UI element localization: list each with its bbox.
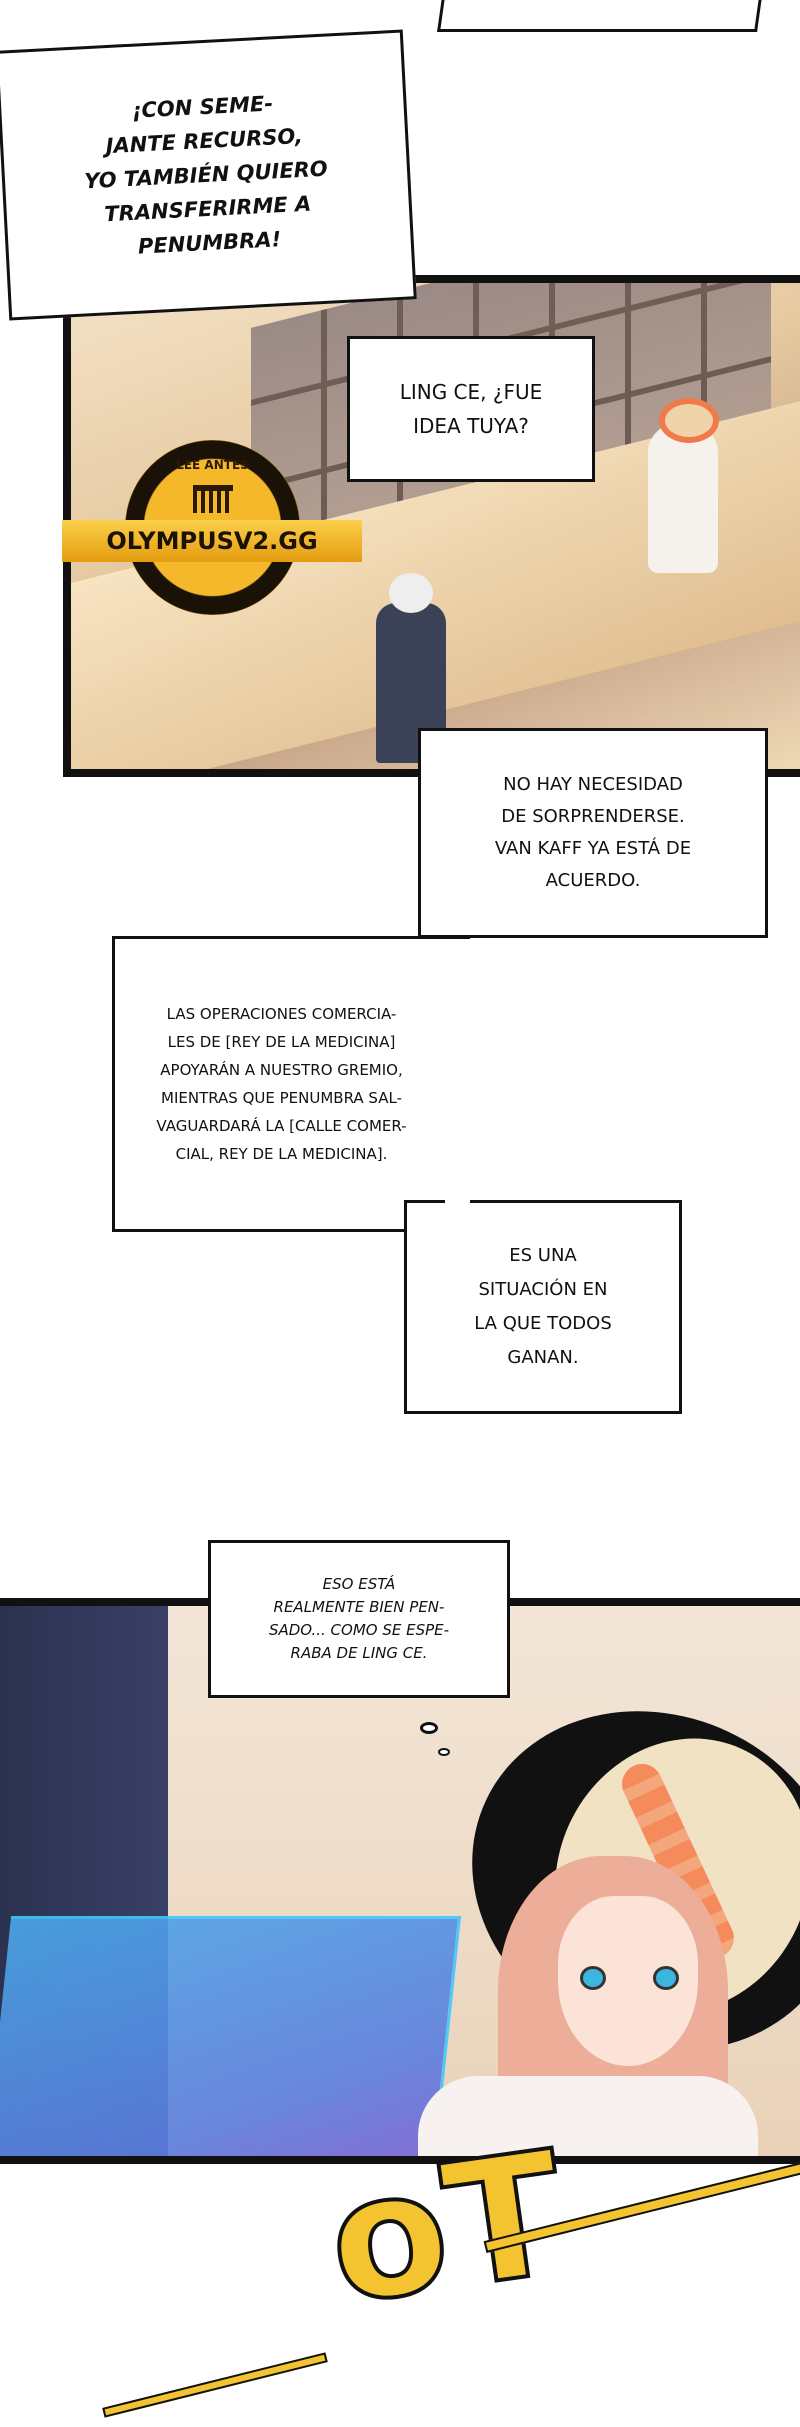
woman-hat bbox=[659, 398, 719, 443]
watermark-top-text: LEE ANTES bbox=[176, 458, 249, 472]
man-hair bbox=[389, 573, 433, 613]
right-eye bbox=[653, 1966, 679, 1990]
watermark-banner: OLYMPUSV2.GG bbox=[62, 520, 362, 562]
left-eye bbox=[580, 1966, 606, 1990]
hologram-screen bbox=[0, 1916, 462, 2156]
woman-dress bbox=[418, 2076, 758, 2156]
speech-bubble-4-connector bbox=[445, 936, 470, 1206]
speech-bubble-1: ¡CON SEME- JANTE RECURSO, YO TAMBIÉN QUI… bbox=[0, 29, 417, 321]
speech-bubble-5: ES UNA SITUACIÓN EN LA QUE TODOS GANAN. bbox=[404, 1200, 682, 1414]
temple-icon bbox=[193, 485, 233, 513]
thought-dot-1 bbox=[420, 1722, 438, 1734]
thought-bubble: ESO ESTÁ REALMENTE BIEN PEN- SADO... COM… bbox=[208, 1540, 510, 1698]
speech-bubble-4: LAS OPERACIONES COMERCIA- LES DE [REY DE… bbox=[112, 936, 448, 1232]
speed-line-2 bbox=[102, 2352, 328, 2418]
woman-figure bbox=[648, 423, 718, 573]
speech-bubble-4-edge bbox=[444, 936, 447, 939]
speech-bubble-3: NO HAY NECESIDAD DE SORPRENDERSE. VAN KA… bbox=[418, 728, 768, 938]
thought-dot-2 bbox=[438, 1748, 450, 1756]
speech-bubble-2: LING CE, ¿FUE IDEA TUYA? bbox=[347, 336, 595, 482]
previous-bubble-edge bbox=[437, 0, 763, 32]
